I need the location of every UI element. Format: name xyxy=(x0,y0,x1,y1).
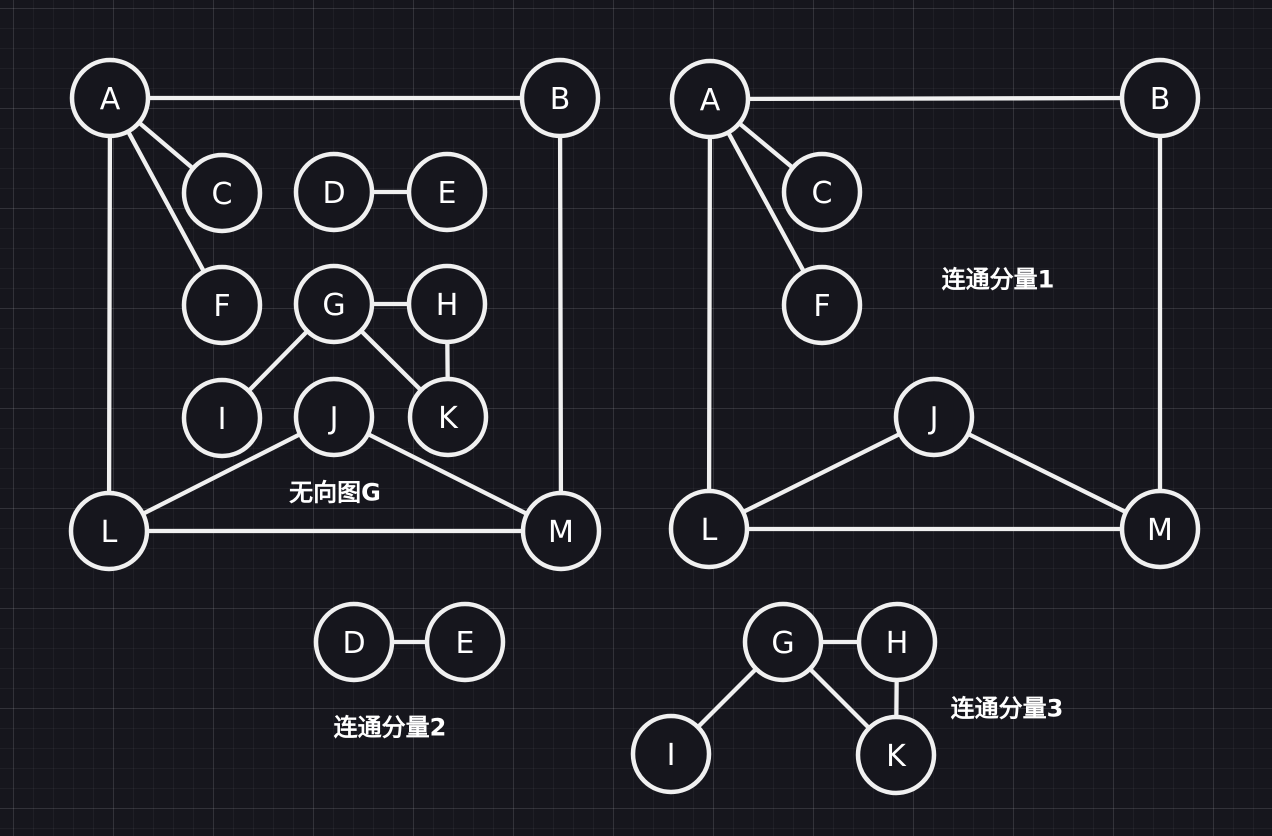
node-label-component-2-E: E xyxy=(456,626,475,661)
node-label-component-3-K: K xyxy=(886,739,907,774)
node-component-3-G[interactable] xyxy=(742,601,824,683)
node-component-2-E[interactable] xyxy=(424,601,506,683)
node-undirected-graph-g-M[interactable] xyxy=(520,490,602,572)
node-component-1-A[interactable] xyxy=(669,58,751,140)
node-undirected-graph-g-L[interactable] xyxy=(68,490,150,572)
node-label-component-1-M: M xyxy=(1147,513,1173,548)
node-component-3-H[interactable] xyxy=(856,601,938,683)
node-label-component-3-H: H xyxy=(886,626,909,661)
node-label-undirected-graph-g-I: I xyxy=(218,402,227,437)
node-component-2-D[interactable] xyxy=(313,601,395,683)
node-component-1-B[interactable] xyxy=(1119,57,1201,139)
edge-component-1-J-M[interactable] xyxy=(931,414,1163,532)
node-undirected-graph-g-D[interactable] xyxy=(293,151,375,233)
node-undirected-graph-g-J[interactable] xyxy=(293,376,375,458)
node-component-3-I[interactable] xyxy=(630,713,712,795)
node-undirected-graph-g-A[interactable] xyxy=(69,57,151,139)
edge-undirected-graph-g-B-M[interactable] xyxy=(557,95,564,534)
node-label-component-1-A: A xyxy=(700,83,721,118)
node-label-undirected-graph-g-H: H xyxy=(436,288,459,323)
edge-component-1-J-L[interactable] xyxy=(706,414,937,532)
node-label-undirected-graph-g-L: L xyxy=(101,515,118,550)
node-label-component-1-B: B xyxy=(1150,82,1171,117)
node-label-component-2-D: D xyxy=(342,626,365,661)
node-component-1-J[interactable] xyxy=(893,376,975,458)
node-undirected-graph-g-F[interactable] xyxy=(181,264,263,346)
node-label-undirected-graph-g-E: E xyxy=(438,176,457,211)
node-component-1-M[interactable] xyxy=(1119,488,1201,570)
node-label-undirected-graph-g-D: D xyxy=(322,176,345,211)
edge-component-1-A-L[interactable] xyxy=(706,96,713,532)
edge-undirected-graph-g-A-L[interactable] xyxy=(106,95,113,534)
node-component-1-F[interactable] xyxy=(781,264,863,346)
node-label-undirected-graph-g-A: A xyxy=(100,82,121,117)
node-label-undirected-graph-g-B: B xyxy=(550,82,571,117)
node-component-1-C[interactable] xyxy=(781,151,863,233)
edge-component-1-A-B[interactable] xyxy=(707,95,1163,102)
node-undirected-graph-g-G[interactable] xyxy=(293,263,375,345)
graph-title-component-3[interactable]: 连通分量3 xyxy=(951,695,1064,723)
node-undirected-graph-g-C[interactable] xyxy=(181,152,263,234)
node-label-undirected-graph-g-J: J xyxy=(328,401,339,436)
graph-component-2: D E 连通分量2 xyxy=(313,601,506,742)
graph-component-1: A B C F J L M 连通分量1 xyxy=(668,57,1201,570)
node-label-component-1-C: C xyxy=(812,176,833,211)
node-label-component-1-L: L xyxy=(701,513,718,548)
node-label-undirected-graph-g-K: K xyxy=(438,401,459,436)
node-label-component-1-F: F xyxy=(813,289,830,324)
node-component-1-L[interactable] xyxy=(668,488,750,570)
node-component-3-K[interactable] xyxy=(855,714,937,796)
node-undirected-graph-g-H[interactable] xyxy=(406,263,488,345)
node-undirected-graph-g-E[interactable] xyxy=(406,151,488,233)
node-label-undirected-graph-g-M: M xyxy=(548,515,574,550)
node-undirected-graph-g-B[interactable] xyxy=(519,57,601,139)
graph-title-undirected-graph-g[interactable]: 无向图G xyxy=(289,479,381,507)
node-label-undirected-graph-g-F: F xyxy=(213,289,230,324)
graph-title-component-1[interactable]: 连通分量1 xyxy=(942,266,1055,294)
node-undirected-graph-g-K[interactable] xyxy=(407,376,489,458)
edge-undirected-graph-g-J-L[interactable] xyxy=(106,414,337,534)
node-label-component-3-G: G xyxy=(771,626,794,661)
graph-title-component-2[interactable]: 连通分量2 xyxy=(334,714,447,742)
node-label-component-1-J: J xyxy=(928,401,939,436)
node-label-undirected-graph-g-G: G xyxy=(322,288,345,323)
node-label-undirected-graph-g-C: C xyxy=(212,177,233,212)
graph-component-3: G H I K 连通分量3 xyxy=(630,601,1064,796)
edge-undirected-graph-g-J-M[interactable] xyxy=(331,414,564,534)
graph-undirected-graph-g: A B C D E F G H I J K L M 无向图G xyxy=(68,57,602,572)
node-label-component-3-I: I xyxy=(667,738,676,773)
node-undirected-graph-g-I[interactable] xyxy=(181,377,263,459)
